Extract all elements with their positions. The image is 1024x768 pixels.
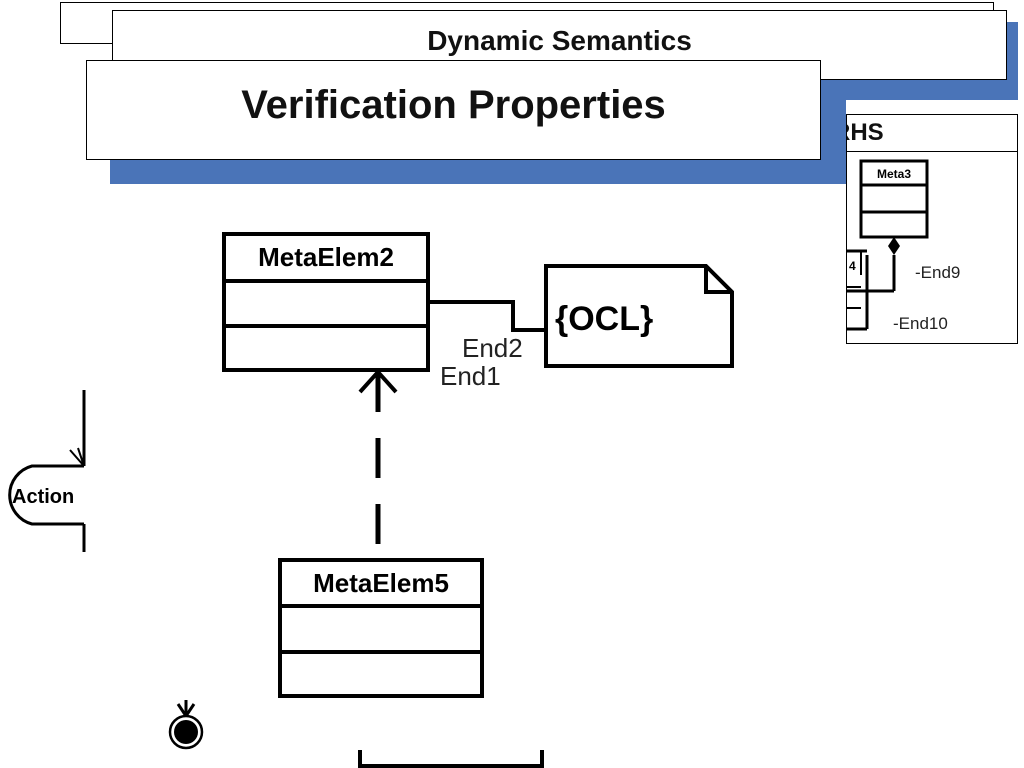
verification-properties-title-card: Verification Properties: [86, 60, 821, 160]
ocl-note-text: {OCL}: [555, 300, 653, 338]
meta3-class: Meta3: [859, 159, 929, 239]
end9-label: -End9: [915, 263, 960, 282]
metaelem5-class: MetaElem5: [278, 558, 484, 698]
rhs-diagram: Meta3 4 -End9 -End10: [847, 159, 960, 333]
metaelem5-label: MetaElem5: [313, 568, 449, 598]
verification-properties-title: Verification Properties: [241, 83, 666, 127]
partial-class-label: 4: [849, 259, 856, 273]
rhs-header: RHS: [847, 119, 884, 146]
action-node: Action: [8, 390, 86, 552]
rhs-header-divider: [847, 151, 1017, 152]
end1-label: End1: [440, 361, 501, 391]
end10-label: -End10: [893, 314, 948, 333]
final-node-marker: [168, 700, 204, 750]
metaelem2-class: MetaElem2: [222, 232, 430, 372]
bottom-bracket: [358, 750, 544, 768]
composition-diamond: [888, 237, 900, 255]
dynamic-semantics-title: Dynamic Semantics: [427, 25, 692, 56]
note-connector: [428, 300, 548, 332]
generalization-arrow: [358, 369, 398, 560]
rhs-panel: RHS Meta3 4 -End9 -End10: [846, 114, 1018, 344]
meta3-label: Meta3: [877, 167, 911, 181]
end2-label: End2: [462, 333, 523, 363]
ocl-note: {OCL}: [544, 264, 734, 368]
action-label: Action: [12, 486, 74, 508]
metaelem2-label: MetaElem2: [258, 242, 394, 272]
